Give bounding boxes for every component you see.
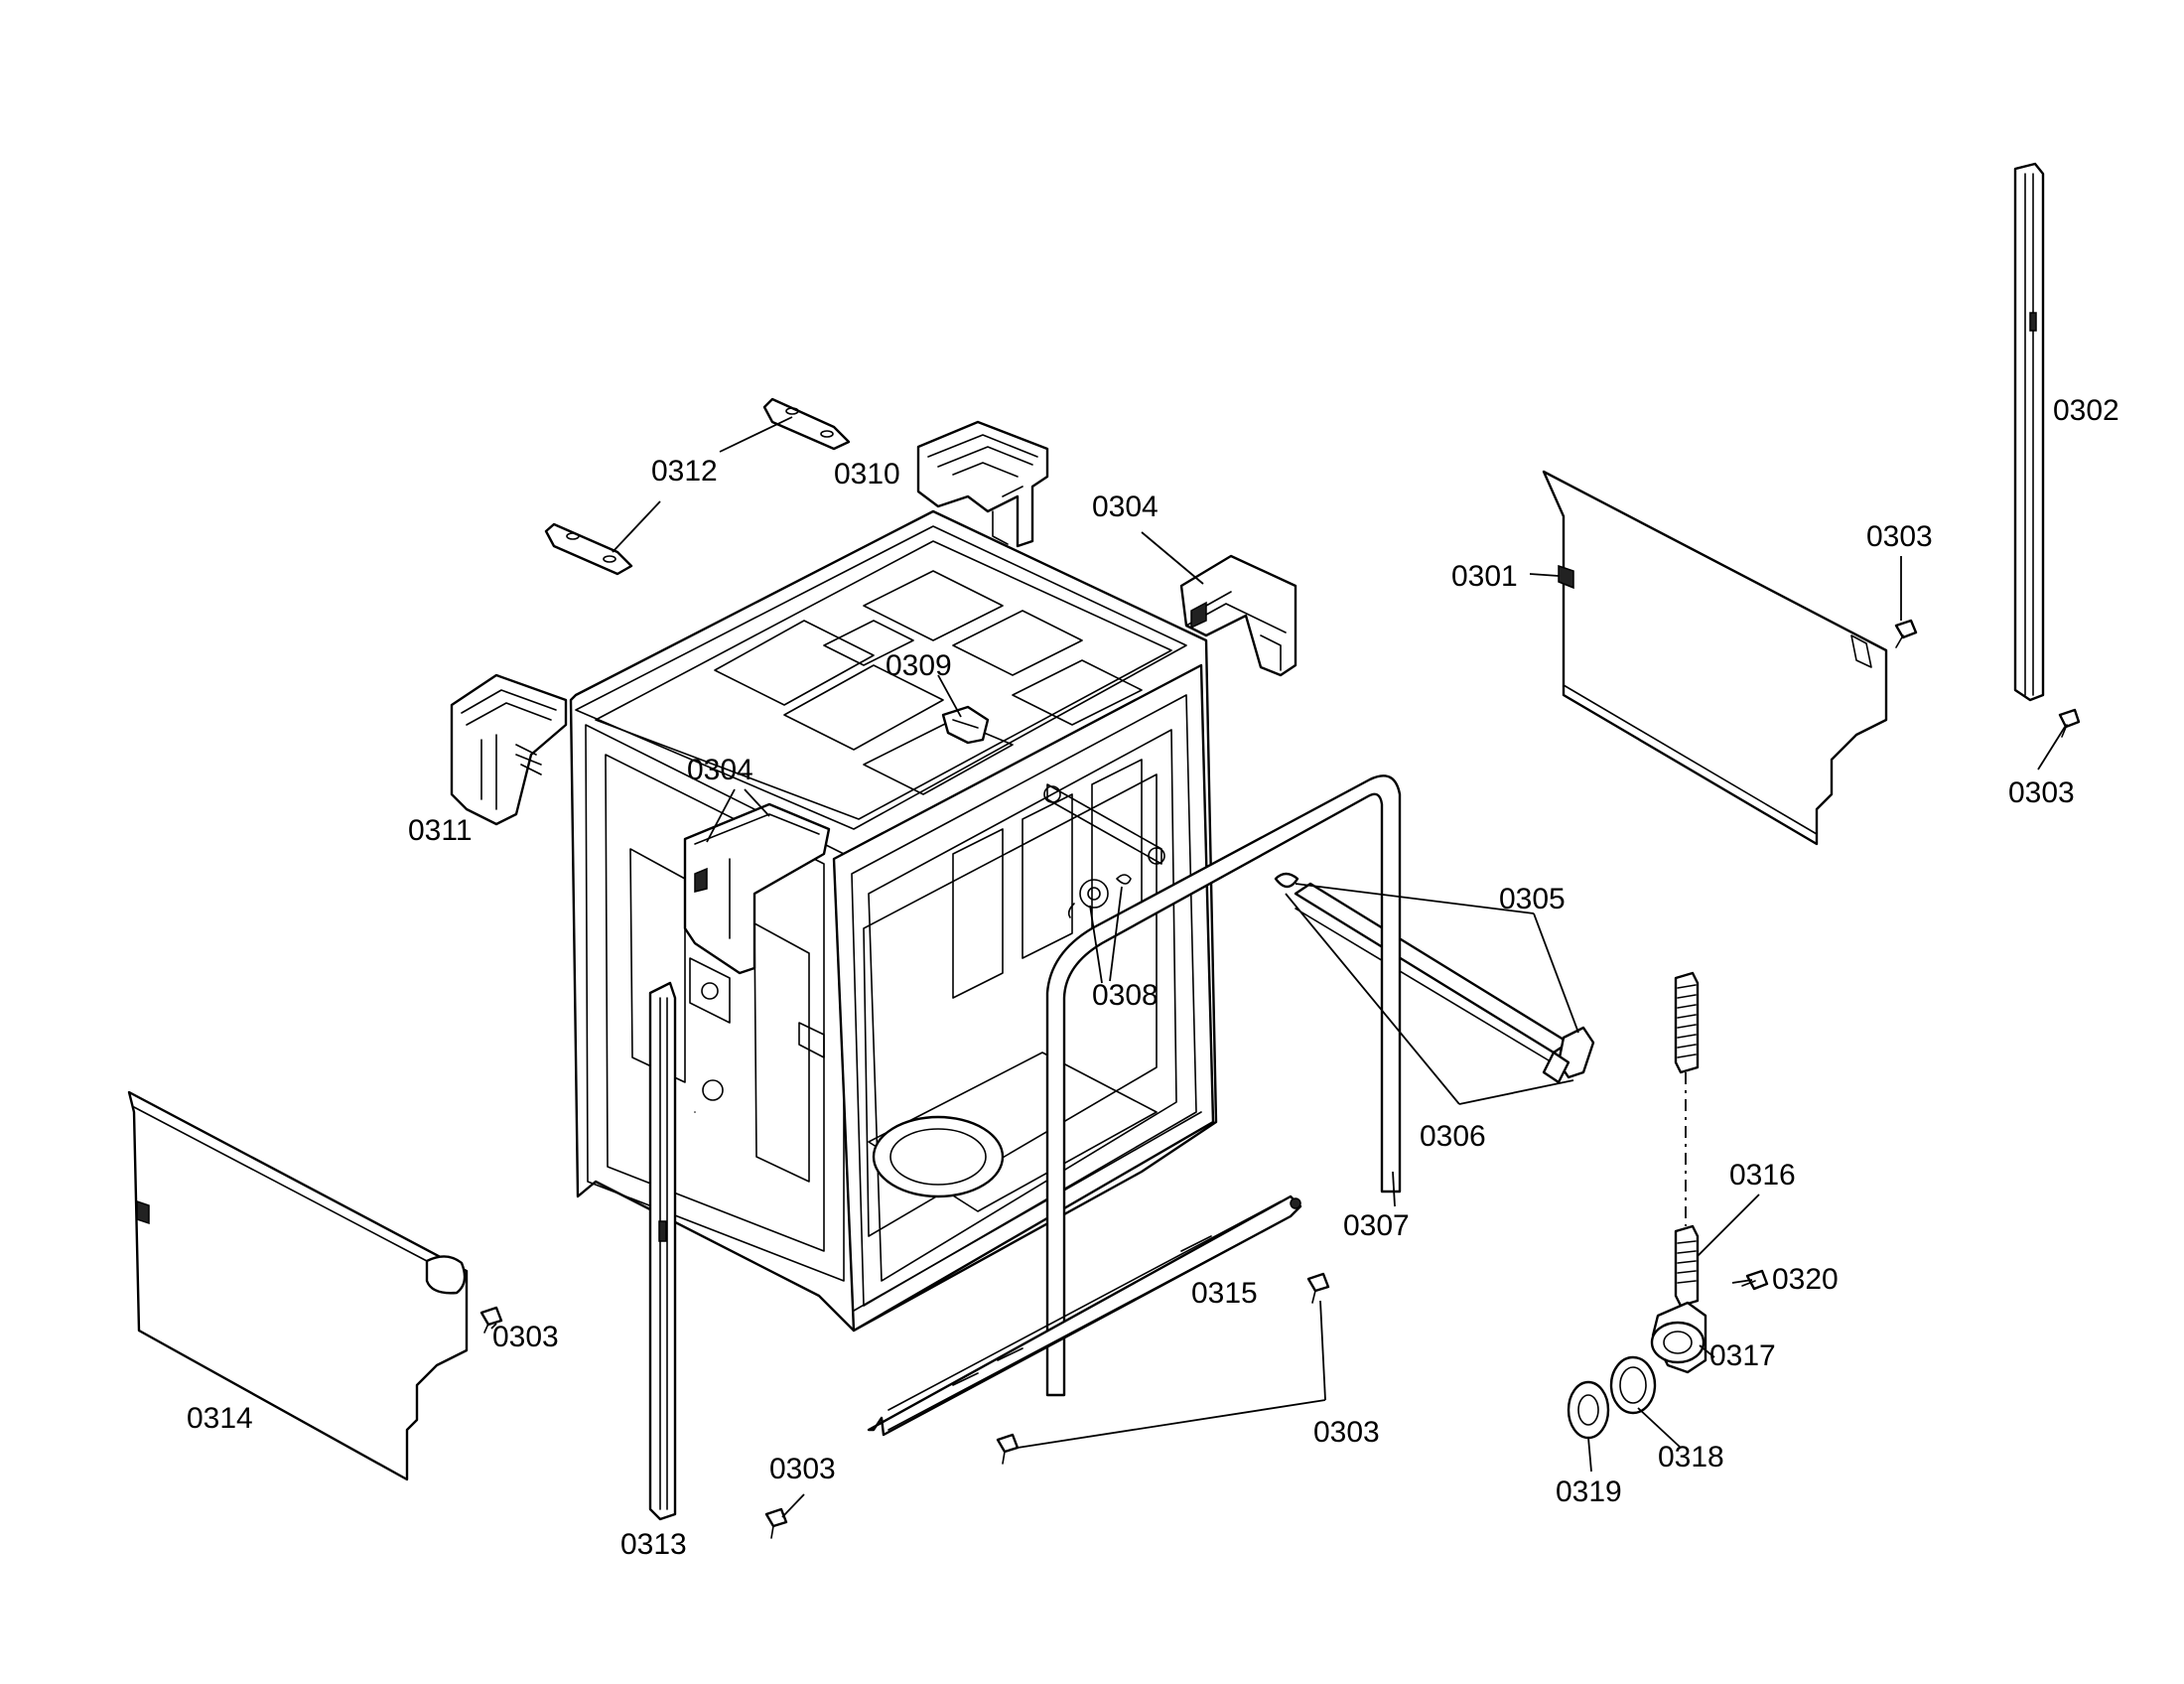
label-0314: 0314 [187, 1402, 253, 1435]
label-0318: 0318 [1658, 1441, 1724, 1474]
label-0315: 0315 [1191, 1277, 1258, 1310]
label-0312: 0312 [651, 455, 718, 488]
hinge-0305-0306 [1274, 872, 1595, 1084]
label-0303-bottom-left: 0303 [769, 1453, 836, 1485]
side-panel-0301 [1542, 470, 1888, 846]
fill-hose-assembly [1567, 971, 1769, 1440]
screw-0303-bottom [764, 1272, 1330, 1539]
strip-0313 [648, 981, 677, 1521]
label-0302: 0302 [2053, 394, 2119, 427]
label-0320: 0320 [1772, 1263, 1839, 1296]
label-0311: 0311 [408, 814, 473, 847]
label-0316: 0316 [1729, 1159, 1796, 1192]
screw-0303-right [1894, 619, 2081, 738]
label-0310: 0310 [834, 458, 900, 491]
clip-0309 [941, 705, 990, 745]
label-0303-bottom-right: 0303 [1313, 1416, 1380, 1449]
label-0317: 0317 [1709, 1339, 1776, 1372]
bracket-0312 [544, 397, 851, 576]
label-0305: 0305 [1499, 883, 1566, 915]
label-0313: 0313 [620, 1528, 687, 1561]
screw-0303-left [479, 1306, 503, 1333]
bracket-0311 [450, 673, 568, 826]
label-0319: 0319 [1556, 1475, 1622, 1508]
bracket-0310 [916, 420, 1049, 548]
label-0303-right-top: 0303 [1866, 520, 1933, 553]
leader-lines [490, 416, 2066, 1518]
label-0301: 0301 [1451, 560, 1518, 593]
toe-kick-0315 [867, 1194, 1302, 1437]
callout-labels: 0312 0310 0304 0309 0304 0311 0301 0303 … [187, 394, 2119, 1561]
label-0304-upper: 0304 [1092, 491, 1159, 523]
trim-strip-0302 [2013, 162, 2045, 702]
label-0308: 0308 [1092, 979, 1159, 1012]
label-0309: 0309 [886, 649, 952, 682]
label-0306: 0306 [1420, 1120, 1486, 1153]
label-0307: 0307 [1343, 1209, 1410, 1242]
label-0303-left: 0303 [492, 1321, 559, 1353]
gasket-0307 [1045, 774, 1402, 1397]
bracket-0304-lower [683, 802, 831, 975]
side-panel-0314 [127, 1090, 469, 1481]
label-0303-right-bottom: 0303 [2008, 776, 2075, 809]
bracket-0304-upper [1179, 554, 1297, 677]
label-0304-lower: 0304 [687, 754, 753, 786]
